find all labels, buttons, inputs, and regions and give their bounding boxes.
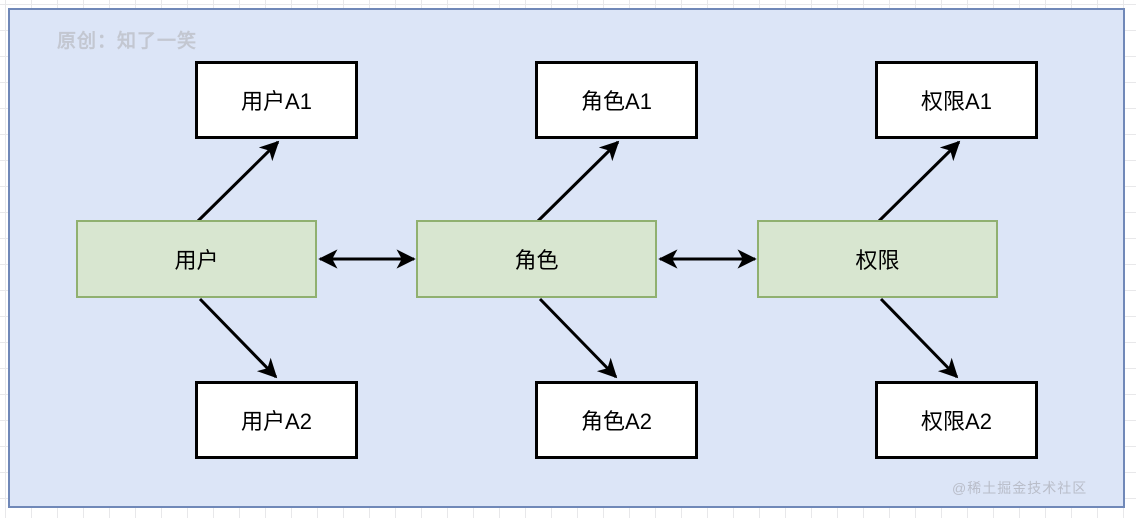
node-label: 角色A2 [581, 409, 652, 434]
node-label: 权限A1 [921, 89, 992, 114]
source-watermark: @稀土掘金技术社区 [952, 480, 1088, 496]
leaf-node-permission-a2[interactable]: 权限A2 [875, 381, 1038, 459]
leaf-node-permission-a1[interactable]: 权限A1 [875, 61, 1038, 139]
leaf-node-user-a1[interactable]: 用户A1 [195, 61, 358, 139]
core-node-permission[interactable]: 权限 [757, 220, 998, 298]
core-node-user[interactable]: 用户 [76, 220, 317, 298]
leaf-node-user-a2[interactable]: 用户A2 [195, 381, 358, 459]
origin-watermark: 原创：知了一笑 [57, 31, 198, 52]
node-label: 用户A1 [241, 89, 312, 114]
node-label: 用户 [174, 248, 219, 273]
node-label: 角色 [514, 248, 559, 273]
leaf-node-role-a2[interactable]: 角色A2 [535, 381, 698, 459]
core-node-role[interactable]: 角色 [416, 220, 657, 298]
leaf-node-role-a1[interactable]: 角色A1 [535, 61, 698, 139]
node-label: 用户A2 [241, 409, 312, 434]
node-label: 权限A2 [921, 409, 992, 434]
node-label: 权限 [855, 248, 900, 273]
node-label: 角色A1 [581, 89, 652, 114]
